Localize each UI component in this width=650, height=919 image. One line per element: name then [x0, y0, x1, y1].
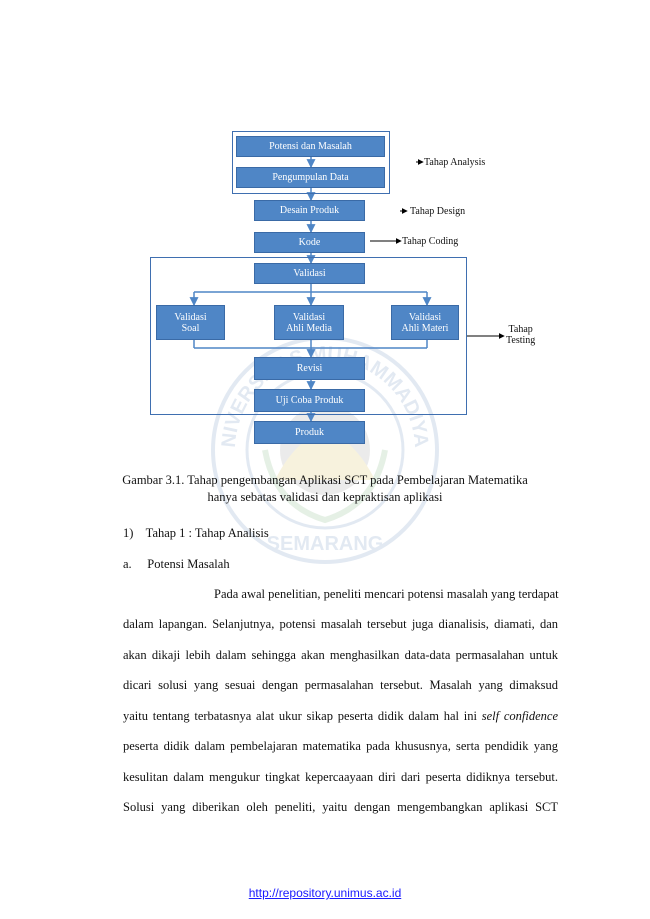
svg-text:SEMARANG: SEMARANG [267, 533, 384, 555]
box-pengumpulan-data: Pengumpulan Data [236, 167, 385, 188]
body-line-5: yaitu tentang terbatasnya alat ukur sika… [123, 709, 558, 724]
body-line-7: kesulitan dalam mengukur tingkat keperca… [123, 770, 558, 784]
box-kode: Kode [254, 232, 365, 253]
box-potensi-dan-masalah: Potensi dan Masalah [236, 136, 385, 157]
body-line-5-text: yaitu tentang terbatasnya alat ukur sika… [123, 709, 482, 723]
box-desain-produk: Desain Produk [254, 200, 365, 221]
flowchart-connectors [189, 157, 505, 423]
box-produk: Produk [254, 421, 365, 444]
stage-label-coding: Tahap Coding [402, 236, 459, 247]
body-line-6: peserta didik dalam pembelajaran matemat… [123, 739, 558, 753]
body-line-5-italic: self confidence [481, 709, 559, 723]
stage-label-testing: Tahap Testing [506, 324, 536, 346]
box-validasi-ahli-materi: Validasi Ahli Materi [391, 305, 459, 340]
footer: http://repository.unimus.ac.id [0, 886, 650, 900]
stage-label-analysis: Tahap Analysis [424, 157, 486, 168]
body-line-8: Solusi yang diberikan oleh peneliti, yai… [123, 800, 558, 814]
body-line-1: Pada awal penelitian, peneliti mencari p… [214, 587, 559, 601]
sub-heading: a. Potensi Masalah [123, 557, 230, 571]
figure-caption: Gambar 3.1. Tahap pengembangan Aplikasi … [0, 472, 650, 506]
caption-line-2: hanya sebatas validasi dan kepraktisan a… [207, 490, 443, 504]
box-revisi: Revisi [254, 357, 365, 380]
box-validasi: Validasi [254, 263, 365, 284]
repository-link[interactable]: http://repository.unimus.ac.id [248, 886, 402, 900]
step-heading: 1) Tahap 1 : Tahap Analisis [123, 526, 269, 540]
box-validasi-soal: Validasi Soal [156, 305, 225, 340]
testing-stage-outline [150, 257, 467, 415]
box-validasi-ahli-media: Validasi Ahli Media [274, 305, 344, 340]
analysis-stage-outline [232, 131, 390, 194]
caption-line-1: Gambar 3.1. Tahap pengembangan Aplikasi … [122, 473, 528, 487]
stage-label-design: Tahap Design [410, 206, 466, 217]
body-line-2: dalam lapangan. Selanjutnya, potensi mas… [123, 617, 558, 631]
body-line-4: dicari solusi yang sesuai dengan permasa… [123, 678, 558, 692]
body-line-3: akan dikaji lebih dalam sehingga akan me… [123, 648, 558, 662]
box-uji-coba-produk: Uji Coba Produk [254, 389, 365, 412]
